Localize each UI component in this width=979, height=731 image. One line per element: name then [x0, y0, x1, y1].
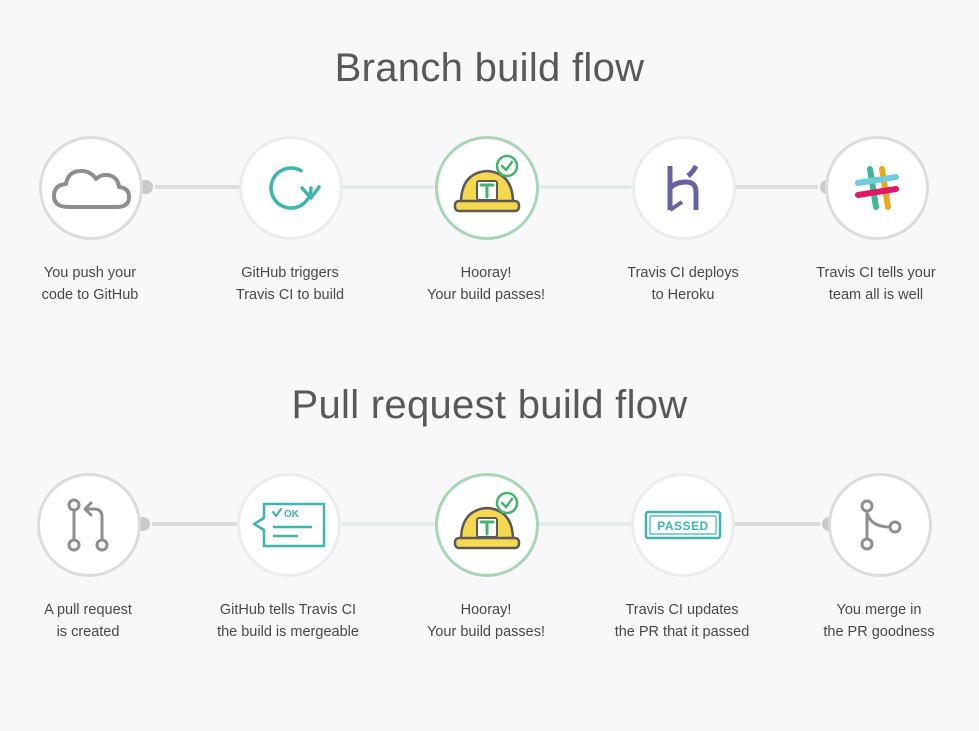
connector-line: [342, 522, 436, 526]
caption-line: Travis CI tells your: [816, 265, 936, 281]
step-circle: [828, 473, 932, 577]
step-caption: Travis CI tells your team all is well: [786, 262, 966, 306]
heroku-logo-icon: [667, 164, 699, 212]
step-circle: [825, 136, 929, 240]
step-caption: Travis CI deploys to Heroku: [593, 262, 773, 306]
caption-line: A pull request: [44, 602, 132, 618]
step-caption: Hooray! Your build passes!: [396, 262, 576, 306]
section-title: Pull request build flow: [291, 383, 688, 427]
step-caption: You merge in the PR goodness: [789, 599, 969, 643]
caption-line: Travis CI deploys: [627, 265, 739, 281]
passed-badge-icon: PASSED: [644, 510, 722, 540]
branch-build-flow-section: Branch build flow You push your code to …: [0, 40, 979, 340]
flow-step: Travis CI tells your team all is well: [786, 136, 966, 366]
step-caption: Hooray! Your build passes!: [396, 599, 576, 643]
flow-step: Hooray! Your build passes!: [396, 136, 576, 366]
caption-line: team all is well: [828, 287, 924, 303]
caption-line: the PR that it passed: [614, 624, 750, 640]
ok-comment-icon: OK: [252, 502, 326, 548]
section-title: Branch build flow: [334, 46, 645, 90]
pull-request-icon: [67, 498, 109, 552]
caption-line: Travis CI to build: [235, 287, 345, 303]
step-circle: OK: [237, 473, 341, 577]
caption-line: Hooray!: [460, 265, 512, 281]
caption-line: GitHub triggers: [241, 265, 339, 281]
connector-line: [734, 522, 828, 526]
flow-diagram: You push your code to GitHub GitHub trig…: [0, 40, 979, 340]
caption-line: to Heroku: [651, 287, 715, 303]
step-circle: [632, 136, 736, 240]
caption-line: code to GitHub: [41, 287, 139, 303]
flow-step: You merge in the PR goodness: [789, 473, 969, 703]
passed-label: PASSED: [657, 519, 708, 533]
flow-step: PASSED Travis CI updates the PR that it …: [592, 473, 772, 703]
caption-line: is created: [56, 624, 120, 640]
connector-line: [538, 522, 632, 526]
flow-step: A pull request is created: [0, 473, 178, 703]
refresh-icon: [269, 166, 321, 210]
slack-logo-icon: [855, 166, 899, 210]
step-caption: Travis CI updates the PR that it passed: [592, 599, 772, 643]
connector-line: [342, 185, 436, 189]
merge-icon: [860, 499, 902, 551]
flow-step: You push your code to GitHub: [0, 136, 180, 366]
caption-line: Travis CI updates: [625, 602, 739, 618]
step-circle: PASSED: [631, 473, 735, 577]
caption-line: Your build passes!: [427, 287, 545, 303]
caption-line: You merge in: [836, 602, 922, 618]
caption-line: the build is mergeable: [217, 624, 359, 640]
connector-line: [538, 185, 632, 189]
flow-step: Travis CI deploys to Heroku: [593, 136, 773, 366]
connector-line: [146, 185, 240, 189]
build-passing-hardhat-icon: [453, 154, 521, 213]
step-circle: [39, 136, 143, 240]
ok-label: OK: [284, 509, 300, 520]
caption-line: You push your: [43, 265, 137, 281]
caption-line: Hooray!: [460, 602, 512, 618]
connector-line: [734, 185, 828, 189]
build-passing-hardhat-icon: [453, 491, 521, 550]
step-caption: You push your code to GitHub: [0, 262, 180, 306]
step-caption: GitHub triggers Travis CI to build: [200, 262, 380, 306]
step-caption: A pull request is created: [0, 599, 178, 643]
flow-step: OK GitHub tells Travis CI the build is m…: [198, 473, 378, 703]
step-caption: GitHub tells Travis CI the build is merg…: [198, 599, 378, 643]
pull-request-build-flow-section: Pull request build flow: [0, 377, 979, 677]
caption-line: Your build passes!: [427, 624, 545, 640]
step-circle: [37, 473, 141, 577]
connector-line: [146, 522, 240, 526]
flow-step: Hooray! Your build passes!: [396, 473, 576, 703]
step-circle: [239, 136, 343, 240]
caption-line: the PR goodness: [823, 624, 935, 640]
flow-step: GitHub triggers Travis CI to build: [200, 136, 380, 366]
step-circle: [435, 136, 539, 240]
step-circle: [435, 473, 539, 577]
caption-line: GitHub tells Travis CI: [219, 602, 357, 618]
flow-diagram: A pull request is created OK GitHub tell…: [0, 377, 979, 677]
cloud-icon: [52, 169, 131, 209]
